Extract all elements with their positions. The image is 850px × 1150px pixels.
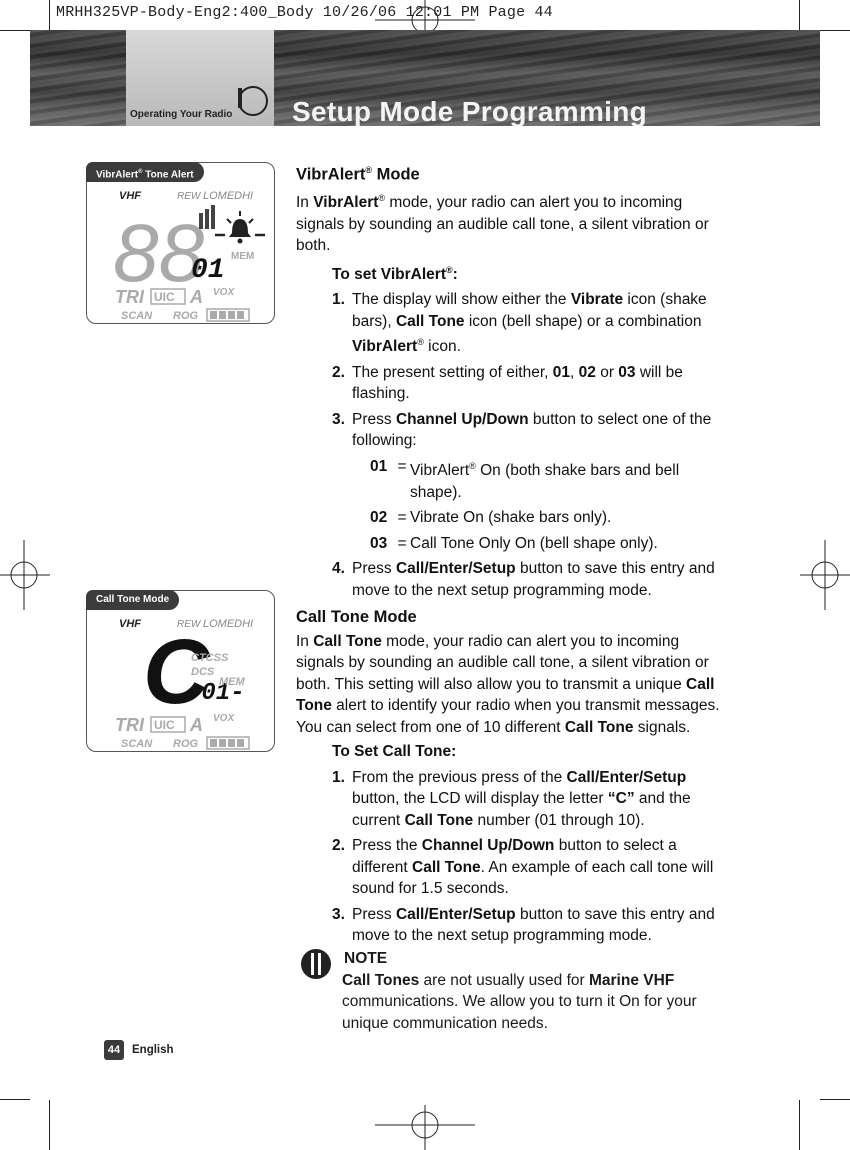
lcd-rog: ROG — [173, 310, 199, 322]
crop-mark — [820, 30, 850, 31]
battery-icon — [206, 736, 250, 750]
option-item: 02=Vibrate On (shake bars only). — [370, 509, 612, 527]
lcd-tone-digits: -01- — [187, 680, 245, 707]
step-item: 1. The display will show either the Vibr… — [332, 291, 707, 356]
lcd-vox: VOX — [213, 713, 235, 724]
lcd-vibralert: VHF REW LOMEDHI 88 01 MEM TRI UIC A VOX … — [86, 162, 275, 324]
page-number: 44 — [104, 1040, 124, 1060]
lcd-rew: REW — [177, 619, 202, 630]
chapter-label: Operating Your Radio — [130, 109, 233, 120]
subhead-set-vibralert: To set VibrAlert®: — [332, 264, 458, 283]
lcd-vox: VOX — [213, 287, 235, 298]
note-box: NOTE Call Tones are not usually used for… — [300, 948, 730, 1034]
lcd-a: A — [189, 287, 203, 307]
chapter-tab — [126, 30, 274, 126]
lcd-power: LOMEDHI — [203, 190, 253, 202]
lcd-mem: MEM — [219, 676, 246, 688]
paragraph-vibralert-intro: In VibrAlert® mode, your radio can alert… — [296, 193, 709, 255]
language-label: English — [132, 1044, 174, 1056]
lcd-tri: TRI — [115, 715, 145, 735]
step-item: 2. The present setting of either, 01, 02… — [332, 363, 683, 403]
lcd-big-digits: 88 — [113, 208, 205, 299]
registration-mark-right — [800, 540, 850, 610]
lcd-scan: SCAN — [121, 310, 153, 322]
lcd-big-letter: C — [143, 621, 211, 723]
lcd-display: VHF REW LOMEDHI 88 01 MEM TRI UIC A VOX … — [113, 190, 265, 322]
step-item: 4. Press Call/Enter/Setup button to save… — [332, 560, 715, 599]
page-footer: 44 English — [104, 1040, 174, 1060]
lcd-caption-call-tone: Call Tone Mode — [86, 590, 180, 610]
bell-icon — [215, 211, 265, 244]
lcd-mem: MEM — [231, 251, 254, 262]
lcd-vhf: VHF — [119, 618, 141, 630]
crop-mark — [0, 30, 30, 31]
step-item: 2. Press the Channel Up/Down button to s… — [332, 837, 714, 898]
registration-mark-left — [0, 540, 50, 610]
step-item: 3. Press Channel Up/Down button to selec… — [332, 410, 712, 450]
lcd-ctcss: CTCSS — [191, 652, 229, 664]
crop-mark — [820, 1099, 850, 1100]
option-item: 01=VibrAlert® On (both shake bars and be… — [370, 457, 680, 501]
lcd-call-tone: VHF REW LOMEDHI C -01- CTCSS DCS MEM TRI… — [86, 590, 275, 752]
paragraph-call-tone-intro: In Call Tone mode, your radio can alert … — [296, 632, 720, 736]
print-slug: MRHH325VP-Body-Eng2:400_Body 10/26/06 12… — [56, 4, 553, 21]
lcd-rew: REW — [177, 191, 202, 202]
subhead-set-call-tone: To Set Call Tone: — [332, 743, 457, 761]
crop-mark — [49, 0, 50, 30]
note-text: Call Tones are not usually used for Mari… — [342, 971, 697, 1032]
main-content: VibrAlert® Mode In VibrAlert® mode, your… — [296, 160, 726, 947]
battery-icon — [206, 308, 250, 322]
heading-vibralert: VibrAlert® Mode — [296, 165, 420, 184]
section-title: Setup Mode Programming — [292, 96, 648, 126]
crop-mark — [799, 1100, 800, 1150]
lcd-tri: TRI — [115, 287, 145, 307]
lcd-scan: SCAN — [121, 738, 153, 750]
option-item: 03=Call Tone Only On (bell shape only). — [370, 534, 658, 552]
header-banner: Operating Your Radio Setup Mode Programm… — [30, 30, 820, 126]
step-item: 3. Press Call/Enter/Setup button to save… — [332, 905, 715, 945]
note-icon — [301, 949, 331, 979]
lcd-display: VHF REW LOMEDHI C -01- CTCSS DCS MEM TRI… — [115, 618, 253, 750]
crop-mark — [799, 0, 800, 30]
lcd-vhf: VHF — [119, 190, 141, 202]
step-item: 1. From the previous press of the Call/E… — [332, 768, 691, 829]
registration-mark-bottom — [375, 1105, 475, 1150]
lcd-uic: UIC — [154, 718, 175, 732]
lcd-a: A — [189, 715, 203, 735]
radio-ring-icon — [238, 86, 268, 116]
crop-mark — [0, 1099, 30, 1100]
lcd-caption-vibralert: VibrAlert® Tone Alert — [86, 162, 204, 182]
lcd-channel-digits: 01 — [191, 255, 225, 286]
lcd-rog: ROG — [173, 738, 199, 750]
lcd-dcs: DCS — [191, 666, 215, 678]
heading-call-tone: Call Tone Mode — [296, 608, 417, 627]
note-heading: NOTE — [344, 950, 388, 967]
lcd-power: LOMEDHI — [203, 618, 253, 630]
lcd-uic: UIC — [154, 290, 175, 304]
crop-mark — [49, 1100, 50, 1150]
